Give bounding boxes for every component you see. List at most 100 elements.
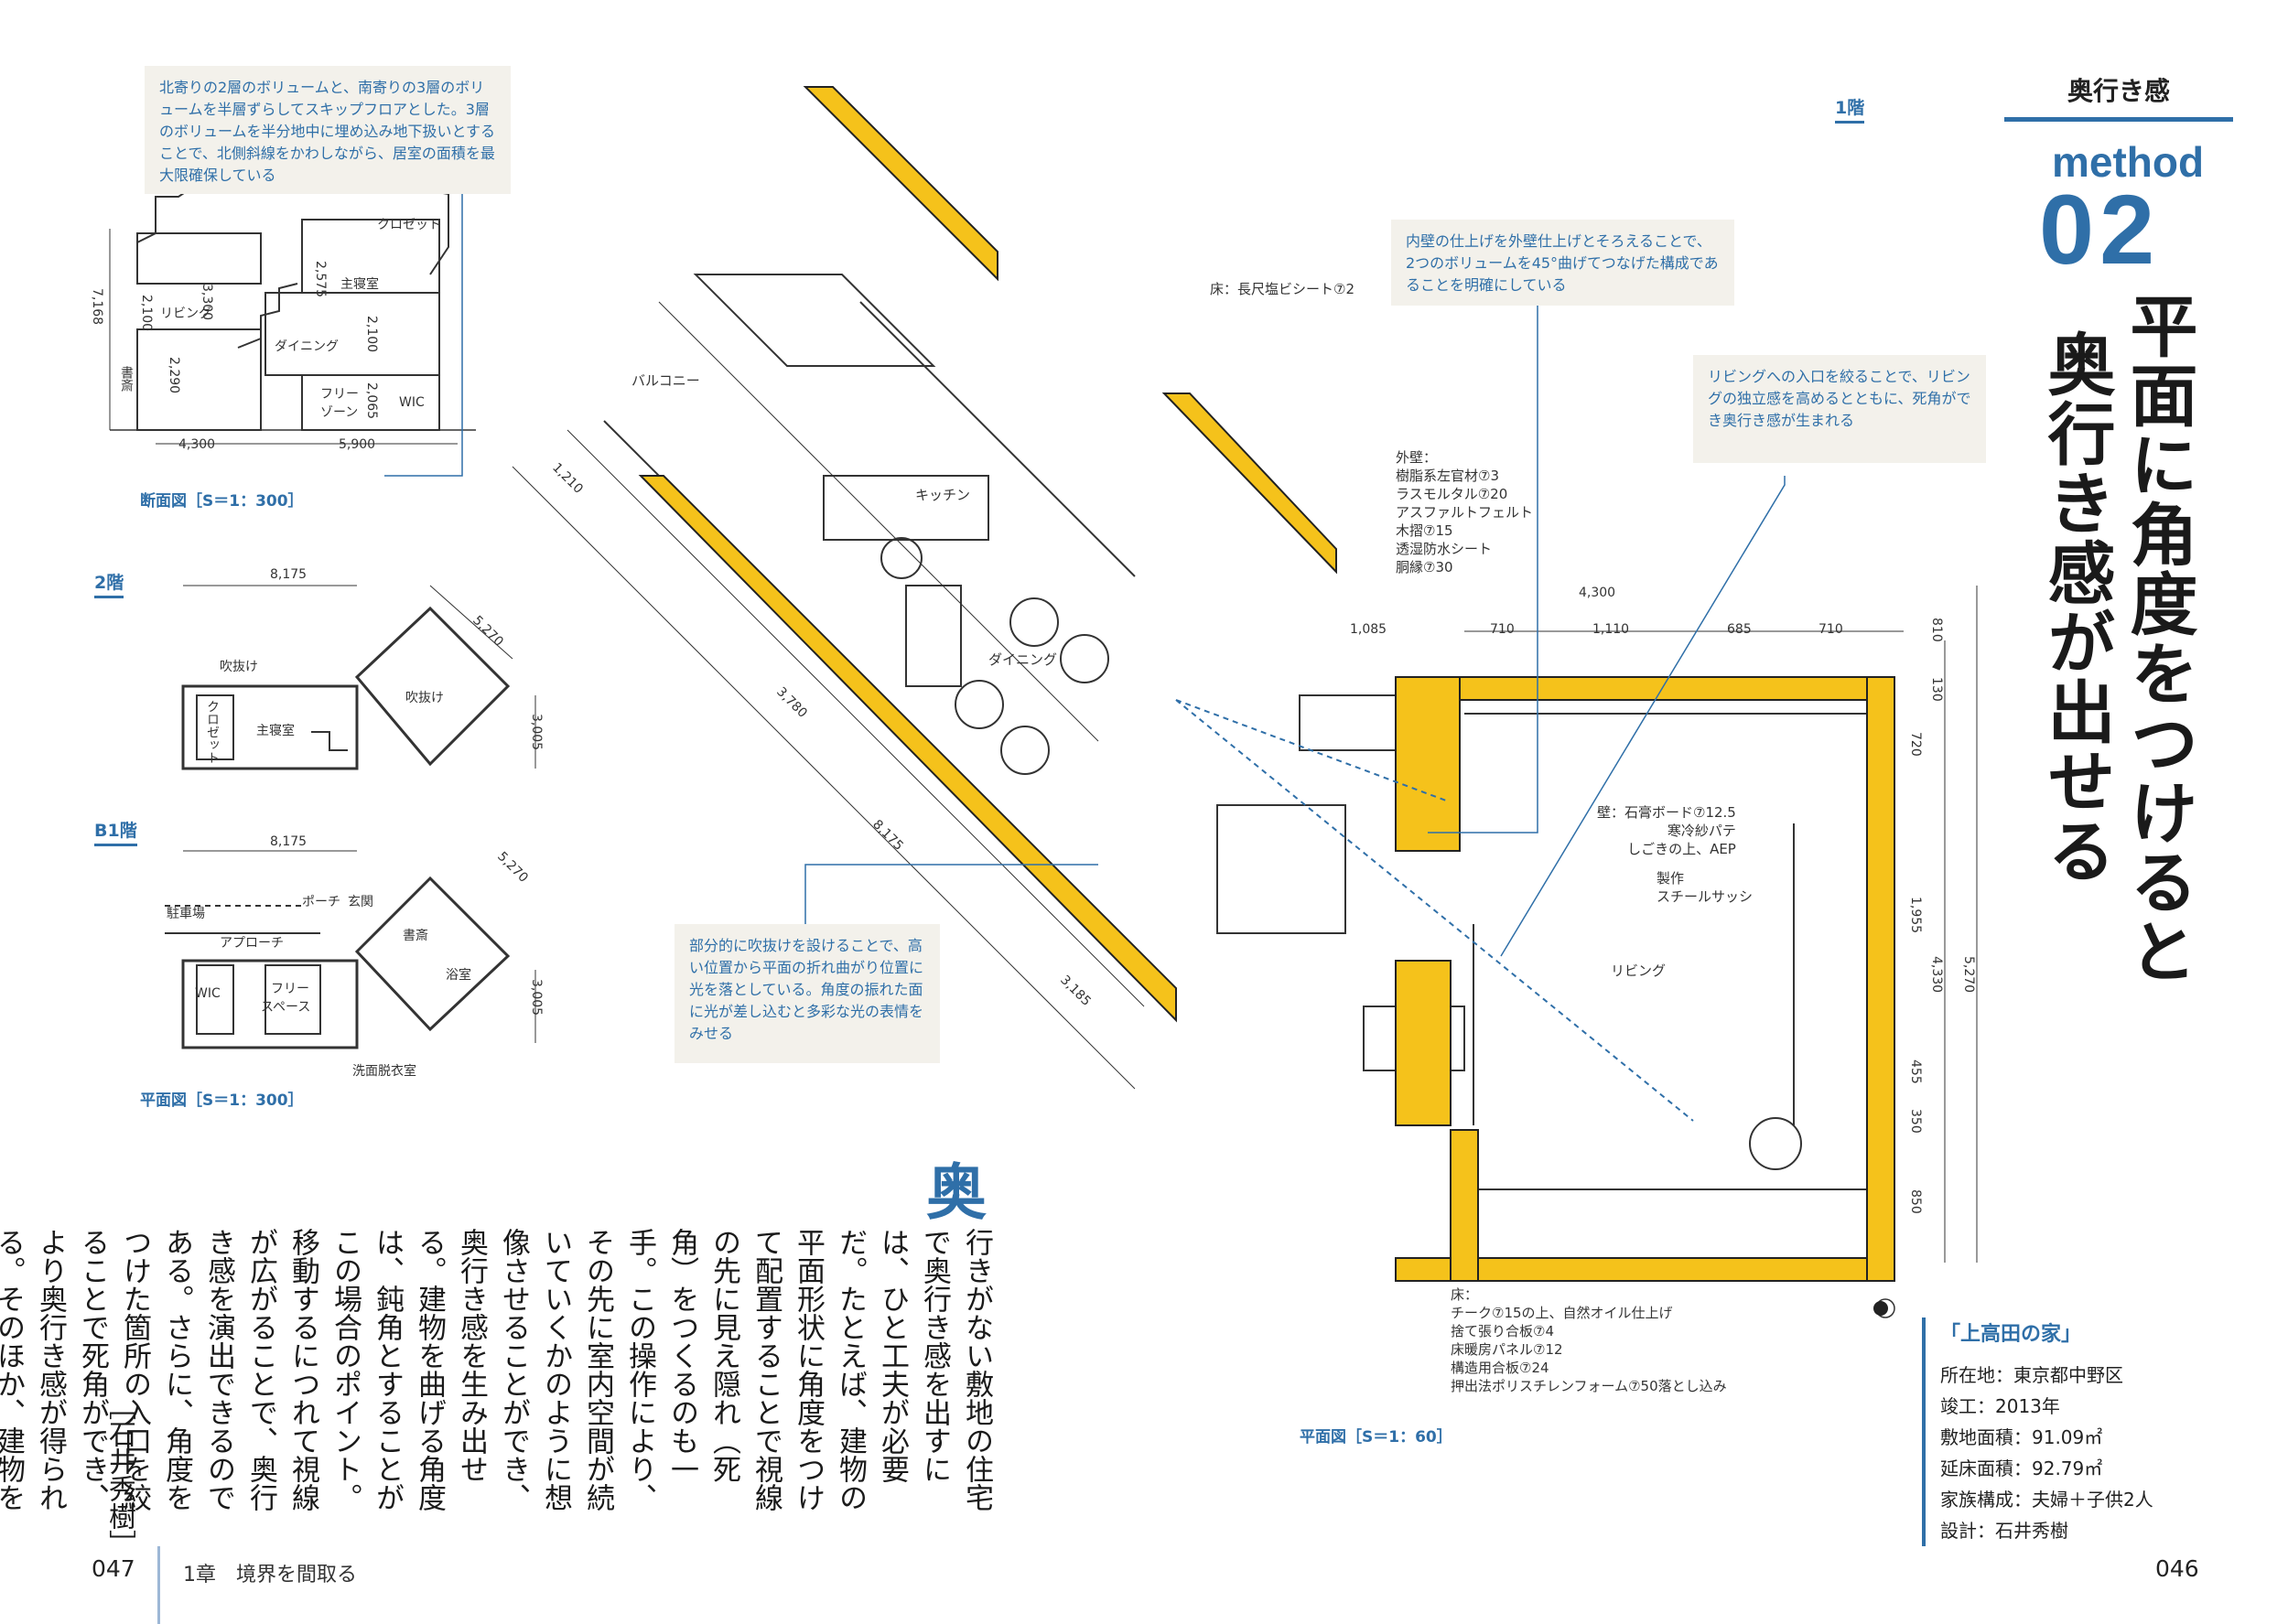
p2-master: 主寝室 — [256, 724, 295, 738]
sec-dim-2575: 2,575 — [313, 261, 328, 298]
exterior-item: ラスモルタル⑦20 — [1396, 486, 1508, 502]
top-dim-710b: 710 — [1819, 622, 1843, 637]
note-section: 北寄りの2層のボリュームと、南寄りの3層のボリュームを半層ずらしてスキップフロア… — [145, 66, 511, 194]
floor-title: 床： — [1451, 1286, 1479, 1303]
exterior-item: アスファルトフェルト — [1396, 504, 1534, 521]
exterior-item: 樹脂系左官材⑦3 — [1396, 468, 1499, 484]
right-dim-720: 720 — [1908, 732, 1923, 757]
info-row: 所在地：東京都中野区 — [1940, 1364, 2123, 1386]
top-dim-710a: 710 — [1490, 622, 1515, 637]
top-dim-1110: 1,110 — [1592, 622, 1630, 637]
note-living: リビングへの入口を絞ることで、リビングの独立感を高めるとともに、死角ができ奥行き… — [1693, 355, 1986, 463]
top-dim-1085: 1,085 — [1350, 622, 1387, 637]
right-dim-5270: 5,270 — [1961, 956, 1976, 994]
sec-dim-7168: 7,168 — [90, 288, 104, 326]
plan-60-caption: 平面図［S＝1：60］ — [1300, 1428, 1452, 1447]
sash-item: 製作 — [1657, 870, 1685, 887]
note-void: 部分的に吹抜けを設けることで、高い位置から平面の折れ曲がり位置に光を落としている… — [675, 924, 940, 1063]
p2-dim-8175: 8,175 — [270, 567, 308, 582]
sec-dim-4300: 4,300 — [178, 437, 216, 452]
b1-dim-8175: 8,175 — [270, 834, 308, 849]
dropcap: 奥 — [926, 1157, 987, 1228]
floor-tag-b1: B1階 — [94, 817, 137, 846]
title-line-2: 奥行き感が出せる — [2036, 329, 2115, 886]
room-kitchen: キッチン — [915, 487, 971, 503]
sash-item: スチールサッシ — [1657, 888, 1754, 905]
sec-dim-3300: 3,300 — [200, 284, 214, 321]
category-rule — [2004, 117, 2233, 122]
info-row: 敷地面積：91.09㎡ — [1940, 1426, 2103, 1448]
sightline-2 — [1175, 699, 1694, 1122]
body-text: 行きがない敷地の住宅で奥行き感を出すには、ひと工夫が必要だ。たとえば、建物の平面… — [0, 1164, 998, 1521]
right-dim-850: 850 — [1908, 1189, 1923, 1214]
category-label: 奥行き感 — [2067, 76, 2170, 106]
sec-dim-2290: 2,290 — [167, 357, 181, 394]
method-word: method — [2052, 138, 2205, 186]
author-credit: ［石井秀樹］ — [103, 1393, 135, 1557]
sec-dim-2065: 2,065 — [364, 382, 379, 420]
page-number-left: 047 — [92, 1555, 135, 1582]
info-row: 家族構成：夫婦＋子供2人 — [1940, 1489, 2153, 1511]
right-dim-350: 350 — [1908, 1109, 1923, 1134]
b1-porch: ポーチ — [302, 895, 340, 909]
room-living: リビング — [1611, 963, 1667, 979]
right-dim-130: 130 — [1929, 677, 1944, 702]
sec-dining: ダイニング — [275, 339, 339, 354]
chapter-label: 1章 境界を間取る — [183, 1564, 357, 1586]
floor-tag-1f: 1階 — [1835, 94, 1865, 124]
floor-item: チーク⑦15の上、自然オイル仕上げ — [1451, 1305, 1673, 1321]
wall-item: 壁：石膏ボード⑦12.5 — [1597, 804, 1736, 821]
right-dim-4330: 4,330 — [1929, 956, 1944, 994]
right-dim-455: 455 — [1908, 1059, 1923, 1084]
b1-dim-3005: 3,005 — [529, 979, 544, 1016]
b1-wic: WIC — [195, 986, 221, 1001]
compass-icon — [1873, 1301, 1888, 1316]
room-balcony: バルコニー — [631, 372, 700, 389]
floor-item: 押出法ポリスチレンフォーム⑦50落とし込み — [1451, 1378, 1727, 1394]
right-dim-810: 810 — [1929, 618, 1944, 642]
info-row: 竣工：2013年 — [1940, 1395, 2060, 1417]
exterior-item: 透湿防水シート — [1396, 541, 1493, 557]
sec-dim-5900: 5,900 — [339, 437, 376, 452]
section-drawing-lines — [109, 152, 476, 445]
room-dining: ダイニング — [988, 651, 1058, 668]
top-dim-4300: 4,300 — [1579, 586, 1616, 600]
floor-item: 捨て張り合板⑦4 — [1451, 1323, 1554, 1339]
sec-closet: クロゼット — [377, 218, 441, 232]
sec-study: 書斎 — [119, 366, 134, 392]
info-row: 設計：石井秀樹 — [1940, 1520, 2068, 1542]
floor-finish-top: 床：長尺塩ビシート⑦2 — [1210, 281, 1354, 297]
project-title: 「上高田の家」 — [1940, 1323, 2082, 1346]
floor-spec: 床： チーク⑦15の上、自然オイル仕上げ 捨て張り合板⑦4 床暖房パネル⑦12 … — [1451, 1285, 1727, 1395]
b1-washroom: 洗面脱衣室 — [352, 1064, 416, 1079]
b1-approach: アプローチ — [220, 936, 284, 951]
plan-300-caption: 平面図［S＝1：300］ — [140, 1092, 304, 1110]
b1-entrance: 玄関 — [348, 895, 373, 909]
b1-space: スペース — [261, 1000, 311, 1015]
note-wall: 内壁の仕上げを外壁仕上げとそろえることで、2つのボリュームを45°曲げてつなげた… — [1391, 220, 1734, 306]
wall-item: しごきの上、AEP — [1627, 841, 1736, 857]
p2-closet: クロゼット — [205, 700, 220, 764]
floor-item: 構造用合板⑦24 — [1451, 1360, 1549, 1376]
body-paragraph: 行きがない敷地の住宅で奥行き感を出すには、ひと工夫が必要だ。たとえば、建物の平面… — [0, 1228, 993, 1511]
wall-spec: 壁：石膏ボード⑦12.5 寒冷紗パテ しごきの上、AEP — [1597, 803, 1736, 858]
method-number: 02 — [2039, 174, 2161, 285]
plan-b1-lines — [165, 850, 536, 1049]
p2-void-1: 吹抜け — [220, 660, 258, 674]
sec-zone: ゾーン — [320, 405, 359, 420]
sec-free: フリー — [320, 387, 359, 402]
footer-divider — [157, 1546, 160, 1624]
yellow-walls — [638, 86, 1895, 1282]
right-dim-1955: 1,955 — [1908, 897, 1923, 934]
b1-parking: 駐車場 — [167, 907, 205, 921]
b1-study: 書斎 — [403, 929, 428, 943]
sec-dim-2100a: 2,100 — [139, 295, 154, 332]
exterior-item: 胴縁⑦30 — [1396, 559, 1453, 575]
title-line-1: 平面に角度をつけると — [2119, 291, 2197, 986]
page-number-right: 046 — [2155, 1555, 2199, 1582]
floor-item: 床暖房パネル⑦12 — [1451, 1341, 1563, 1358]
sec-master: 主寝室 — [340, 277, 379, 292]
p2-void-2: 吹抜け — [405, 691, 444, 705]
exterior-title: 外壁： — [1396, 449, 1438, 466]
